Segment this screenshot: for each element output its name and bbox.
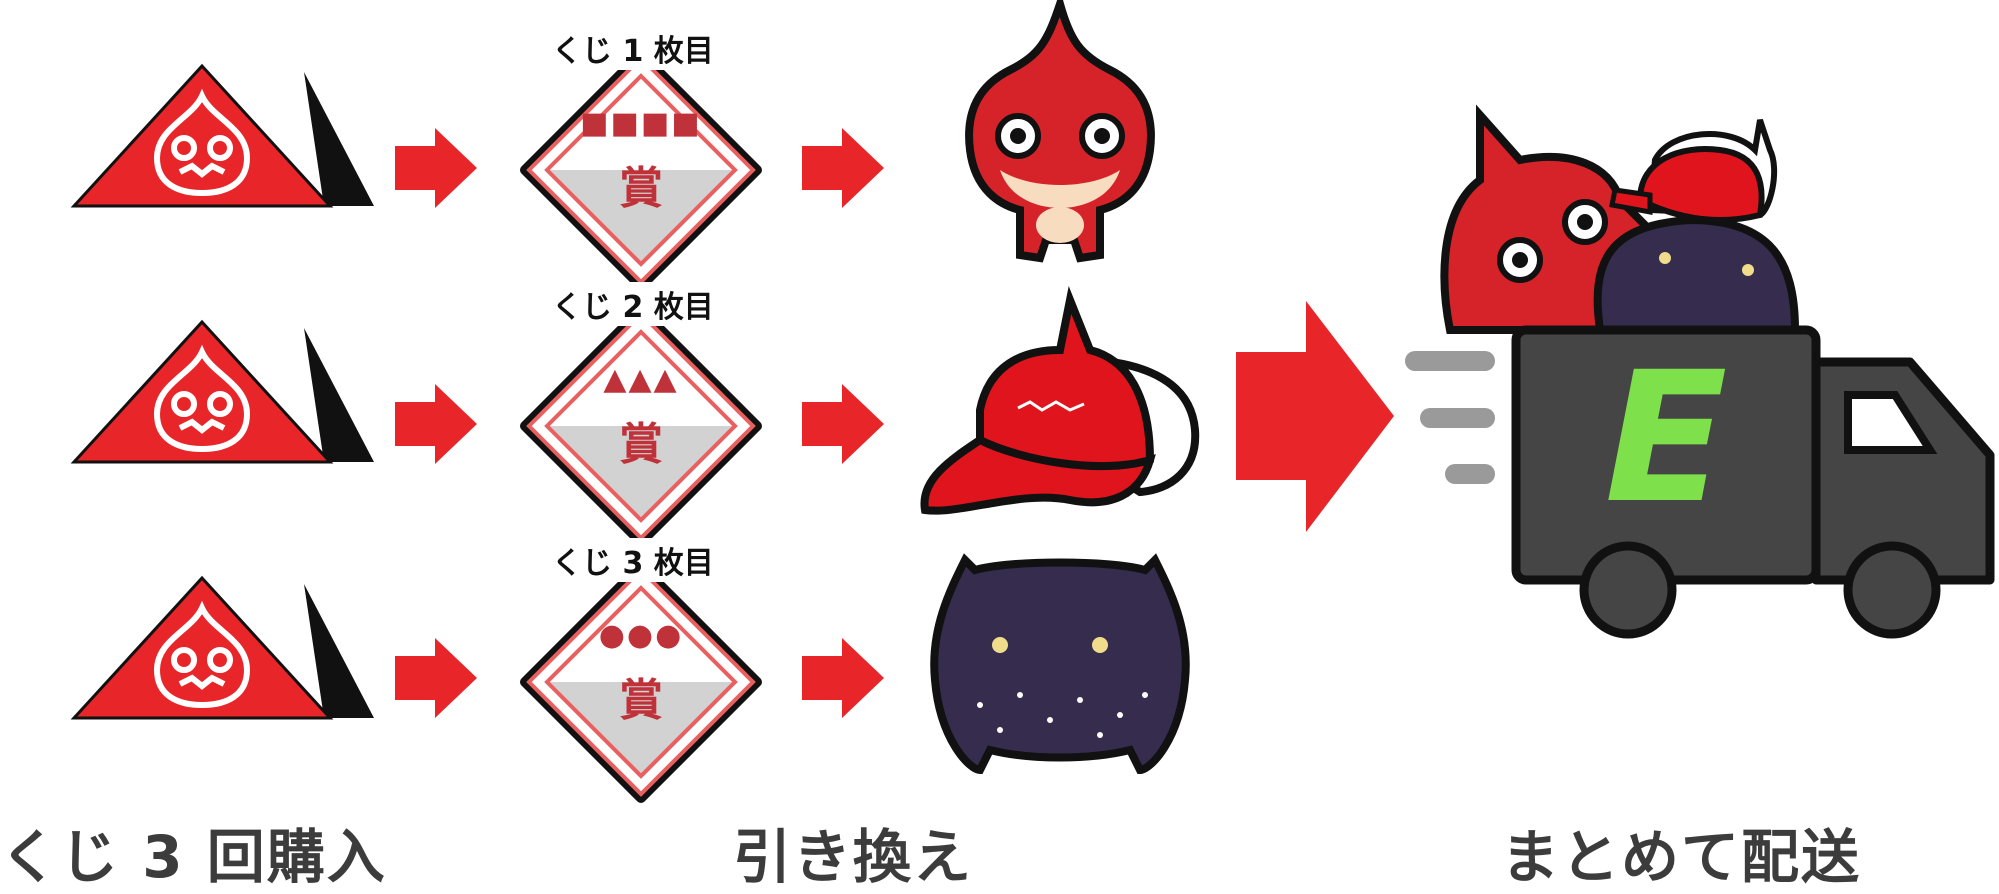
ticket-label-2: くじ 2 枚目 [548, 282, 718, 326]
ticket-label-1: くじ 1 枚目 [548, 26, 718, 70]
prize-char-2: 賞 [619, 419, 663, 470]
step-exchange-label: 引き換え [733, 823, 974, 891]
big-arrow-icon [1236, 301, 1394, 532]
prize-mark-1: ■■■■ [580, 106, 702, 141]
arrow-icon [802, 128, 884, 718]
prize-char-3: 賞 [619, 675, 663, 726]
truck-cargo-image [1440, 104, 1800, 334]
prize-mark-2: ▲▲▲ [603, 362, 679, 397]
red-cap-image [920, 286, 1200, 515]
arrow-icon [395, 128, 477, 718]
dark-plush-image [930, 553, 1190, 775]
ticket-triangle-1 [74, 66, 374, 206]
prize-char-1: 賞 [619, 163, 663, 214]
step-ship-label: まとめて配送 [1501, 823, 1862, 891]
character-figure-image [965, 0, 1155, 263]
ticket-triangle-2 [74, 322, 374, 462]
truck-logo: E [1605, 334, 1728, 543]
ticket-label-3: くじ 3 枚目 [548, 538, 718, 582]
step-purchase-label: くじ 3 回購入 [0, 823, 387, 891]
ticket-triangle-3 [74, 578, 374, 718]
speed-lines-icon [1405, 351, 1495, 484]
prize-mark-3: ●●● [598, 618, 684, 653]
delivery-truck-image [1511, 325, 1995, 639]
